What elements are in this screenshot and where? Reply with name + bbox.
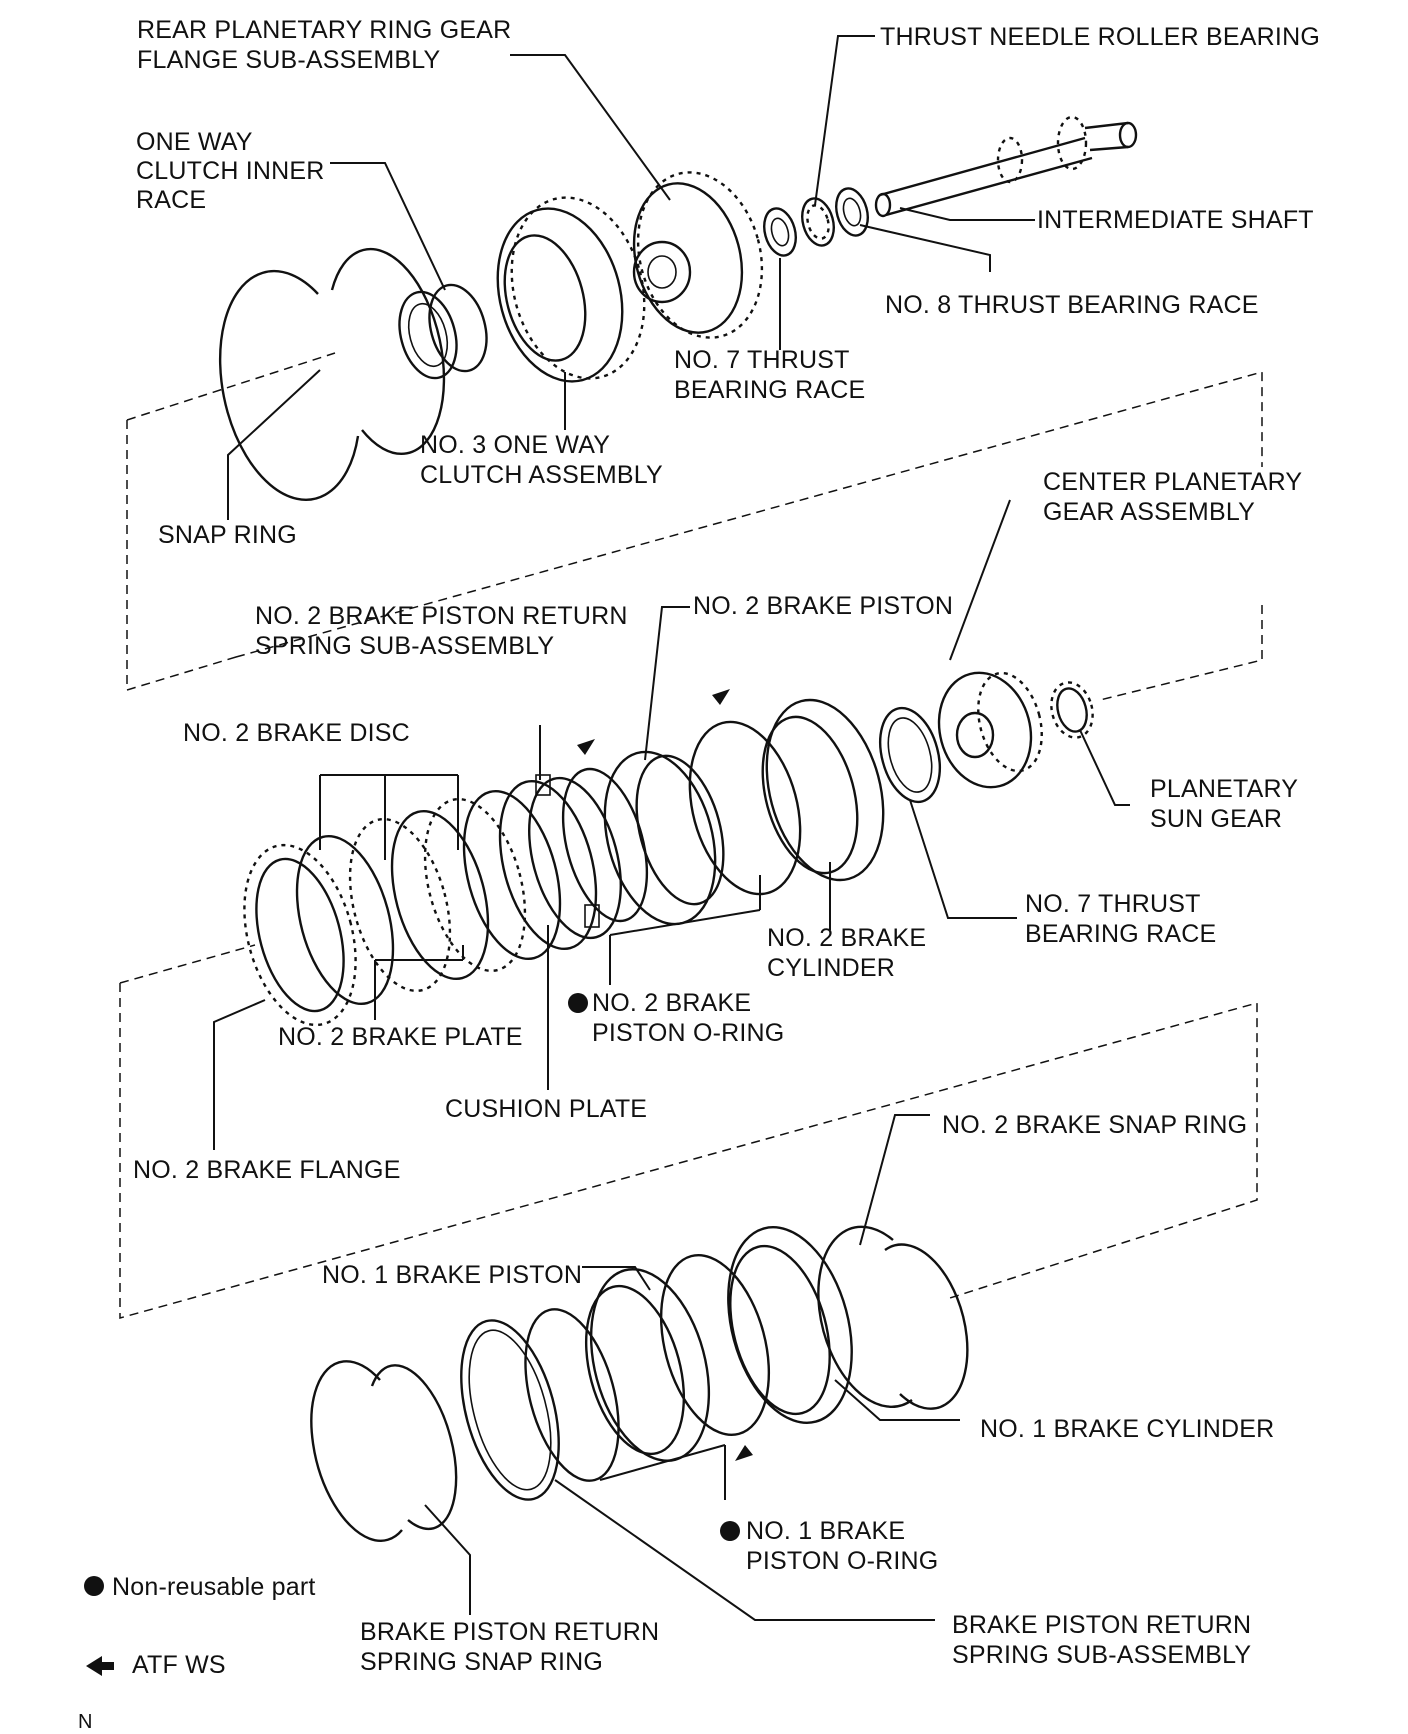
group-outlines (119, 352, 1263, 1319)
no2-brake-snap-ring-part (817, 1225, 969, 1410)
label-intermediate-shaft: INTERMEDIATE SHAFT (1037, 206, 1314, 234)
planetary-sun-gear-part (1050, 681, 1094, 739)
leader-lines (213, 35, 1130, 1621)
no3-one-way-clutch-part (496, 196, 646, 383)
label-brake-piston-return-spring-sub: BRAKE PISTON RETURN SPRING SUB-ASSEMBLY (952, 1611, 1258, 1669)
label-no2-brake-snap-ring: NO. 2 BRAKE SNAP RING (942, 1111, 1247, 1139)
brake-plates-and-discs-part (295, 779, 598, 1006)
no2-oring-large-part (688, 720, 802, 896)
atf-legend-arrow-icon (86, 1656, 114, 1676)
no2-brake-piston-part (603, 750, 725, 926)
label-no8-thrust-bearing-race: NO. 8 THRUST BEARING RACE (885, 291, 1259, 319)
label-no7-thrust-bearing-race-top: NO. 7 THRUST BEARING RACE (674, 346, 865, 404)
label-no2-brake-flange: NO. 2 BRAKE FLANGE (133, 1156, 401, 1184)
no8-thrust-race-part (835, 187, 869, 237)
label-rear-planetary-ring-gear: REAR PLANETARY RING GEAR FLANGE SUB-ASSE… (137, 16, 519, 74)
brake-piston-return-snap-ring-part (310, 1360, 458, 1542)
no1-brake-cylinder-part (727, 1226, 853, 1424)
non-reusable-legend-icon (84, 1576, 104, 1596)
no1-oring-small-part (524, 1308, 620, 1482)
legend: Non-reusable part ATF WS N (78, 1573, 316, 1733)
no2-piston-oring-part (561, 767, 649, 923)
non-reusable-marker-no2-oring (568, 993, 588, 1013)
label-no2-brake-disc: NO. 2 BRAKE DISC (183, 719, 410, 747)
snap-ring-part (218, 247, 446, 501)
label-no2-brake-piston-oring: NO. 2 BRAKE PISTON O-RING (592, 989, 784, 1047)
label-no2-brake-cylinder: NO. 2 BRAKE CYLINDER (767, 924, 933, 982)
label-planetary-sun-gear: PLANETARY SUN GEAR (1150, 775, 1305, 833)
intermediate-shaft-part (874, 115, 1138, 218)
non-reusable-marker-no1-oring (720, 1521, 740, 1541)
brake-piston-return-spring-part (460, 1319, 560, 1501)
part-labels: REAR PLANETARY RING GEAR FLANGE SUB-ASSE… (133, 16, 1320, 1676)
one-way-clutch-inner-race-part (398, 283, 488, 380)
label-no2-brake-piston: NO. 2 BRAKE PISTON (693, 592, 953, 620)
center-planetary-gear-part (937, 671, 1043, 789)
no7-thrust-race-top-part (763, 207, 797, 257)
label-no1-brake-piston: NO. 1 BRAKE PISTON (322, 1261, 582, 1289)
label-no2-brake-plate: NO. 2 BRAKE PLATE (278, 1023, 523, 1051)
label-no3-one-way-clutch: NO. 3 ONE WAY CLUTCH ASSEMBLY (420, 431, 663, 489)
label-snap-ring: SNAP RING (158, 521, 297, 549)
label-brake-piston-return-spring-snap-ring: BRAKE PISTON RETURN SPRING SNAP RING (360, 1618, 666, 1676)
legend-atf: ATF WS (132, 1651, 226, 1679)
label-cushion-plate: CUSHION PLATE (445, 1095, 647, 1123)
legend-non-reusable: Non-reusable part (112, 1573, 316, 1601)
no1-oring-large-part (659, 1253, 771, 1437)
label-no7-thrust-bearing-race-mid: NO. 7 THRUST BEARING RACE (1025, 890, 1216, 948)
atf-arrow-markers (577, 689, 753, 1461)
no2-return-spring-part (528, 774, 622, 940)
label-thrust-needle-roller-bearing: THRUST NEEDLE ROLLER BEARING (880, 23, 1320, 51)
thrust-needle-bearing-part (801, 197, 835, 247)
corner-mark: N (78, 1711, 93, 1733)
label-no2-brake-piston-return-spring: NO. 2 BRAKE PISTON RETURN SPRING SUB-ASS… (255, 602, 635, 660)
no2-brake-flange-part (243, 843, 357, 1027)
label-one-way-clutch-inner-race: ONE WAY CLUTCH INNER RACE (136, 128, 332, 214)
label-no1-brake-cylinder: NO. 1 BRAKE CYLINDER (980, 1415, 1274, 1443)
no7-thrust-race-mid-part (879, 706, 941, 804)
label-center-planetary-gear: CENTER PLANETARY GEAR ASSEMBLY (1043, 468, 1309, 526)
label-no1-brake-piston-oring: NO. 1 BRAKE PISTON O-RING (746, 1517, 938, 1575)
rear-planetary-ring-gear-part (632, 171, 764, 339)
no2-brake-cylinder-part (761, 698, 885, 882)
